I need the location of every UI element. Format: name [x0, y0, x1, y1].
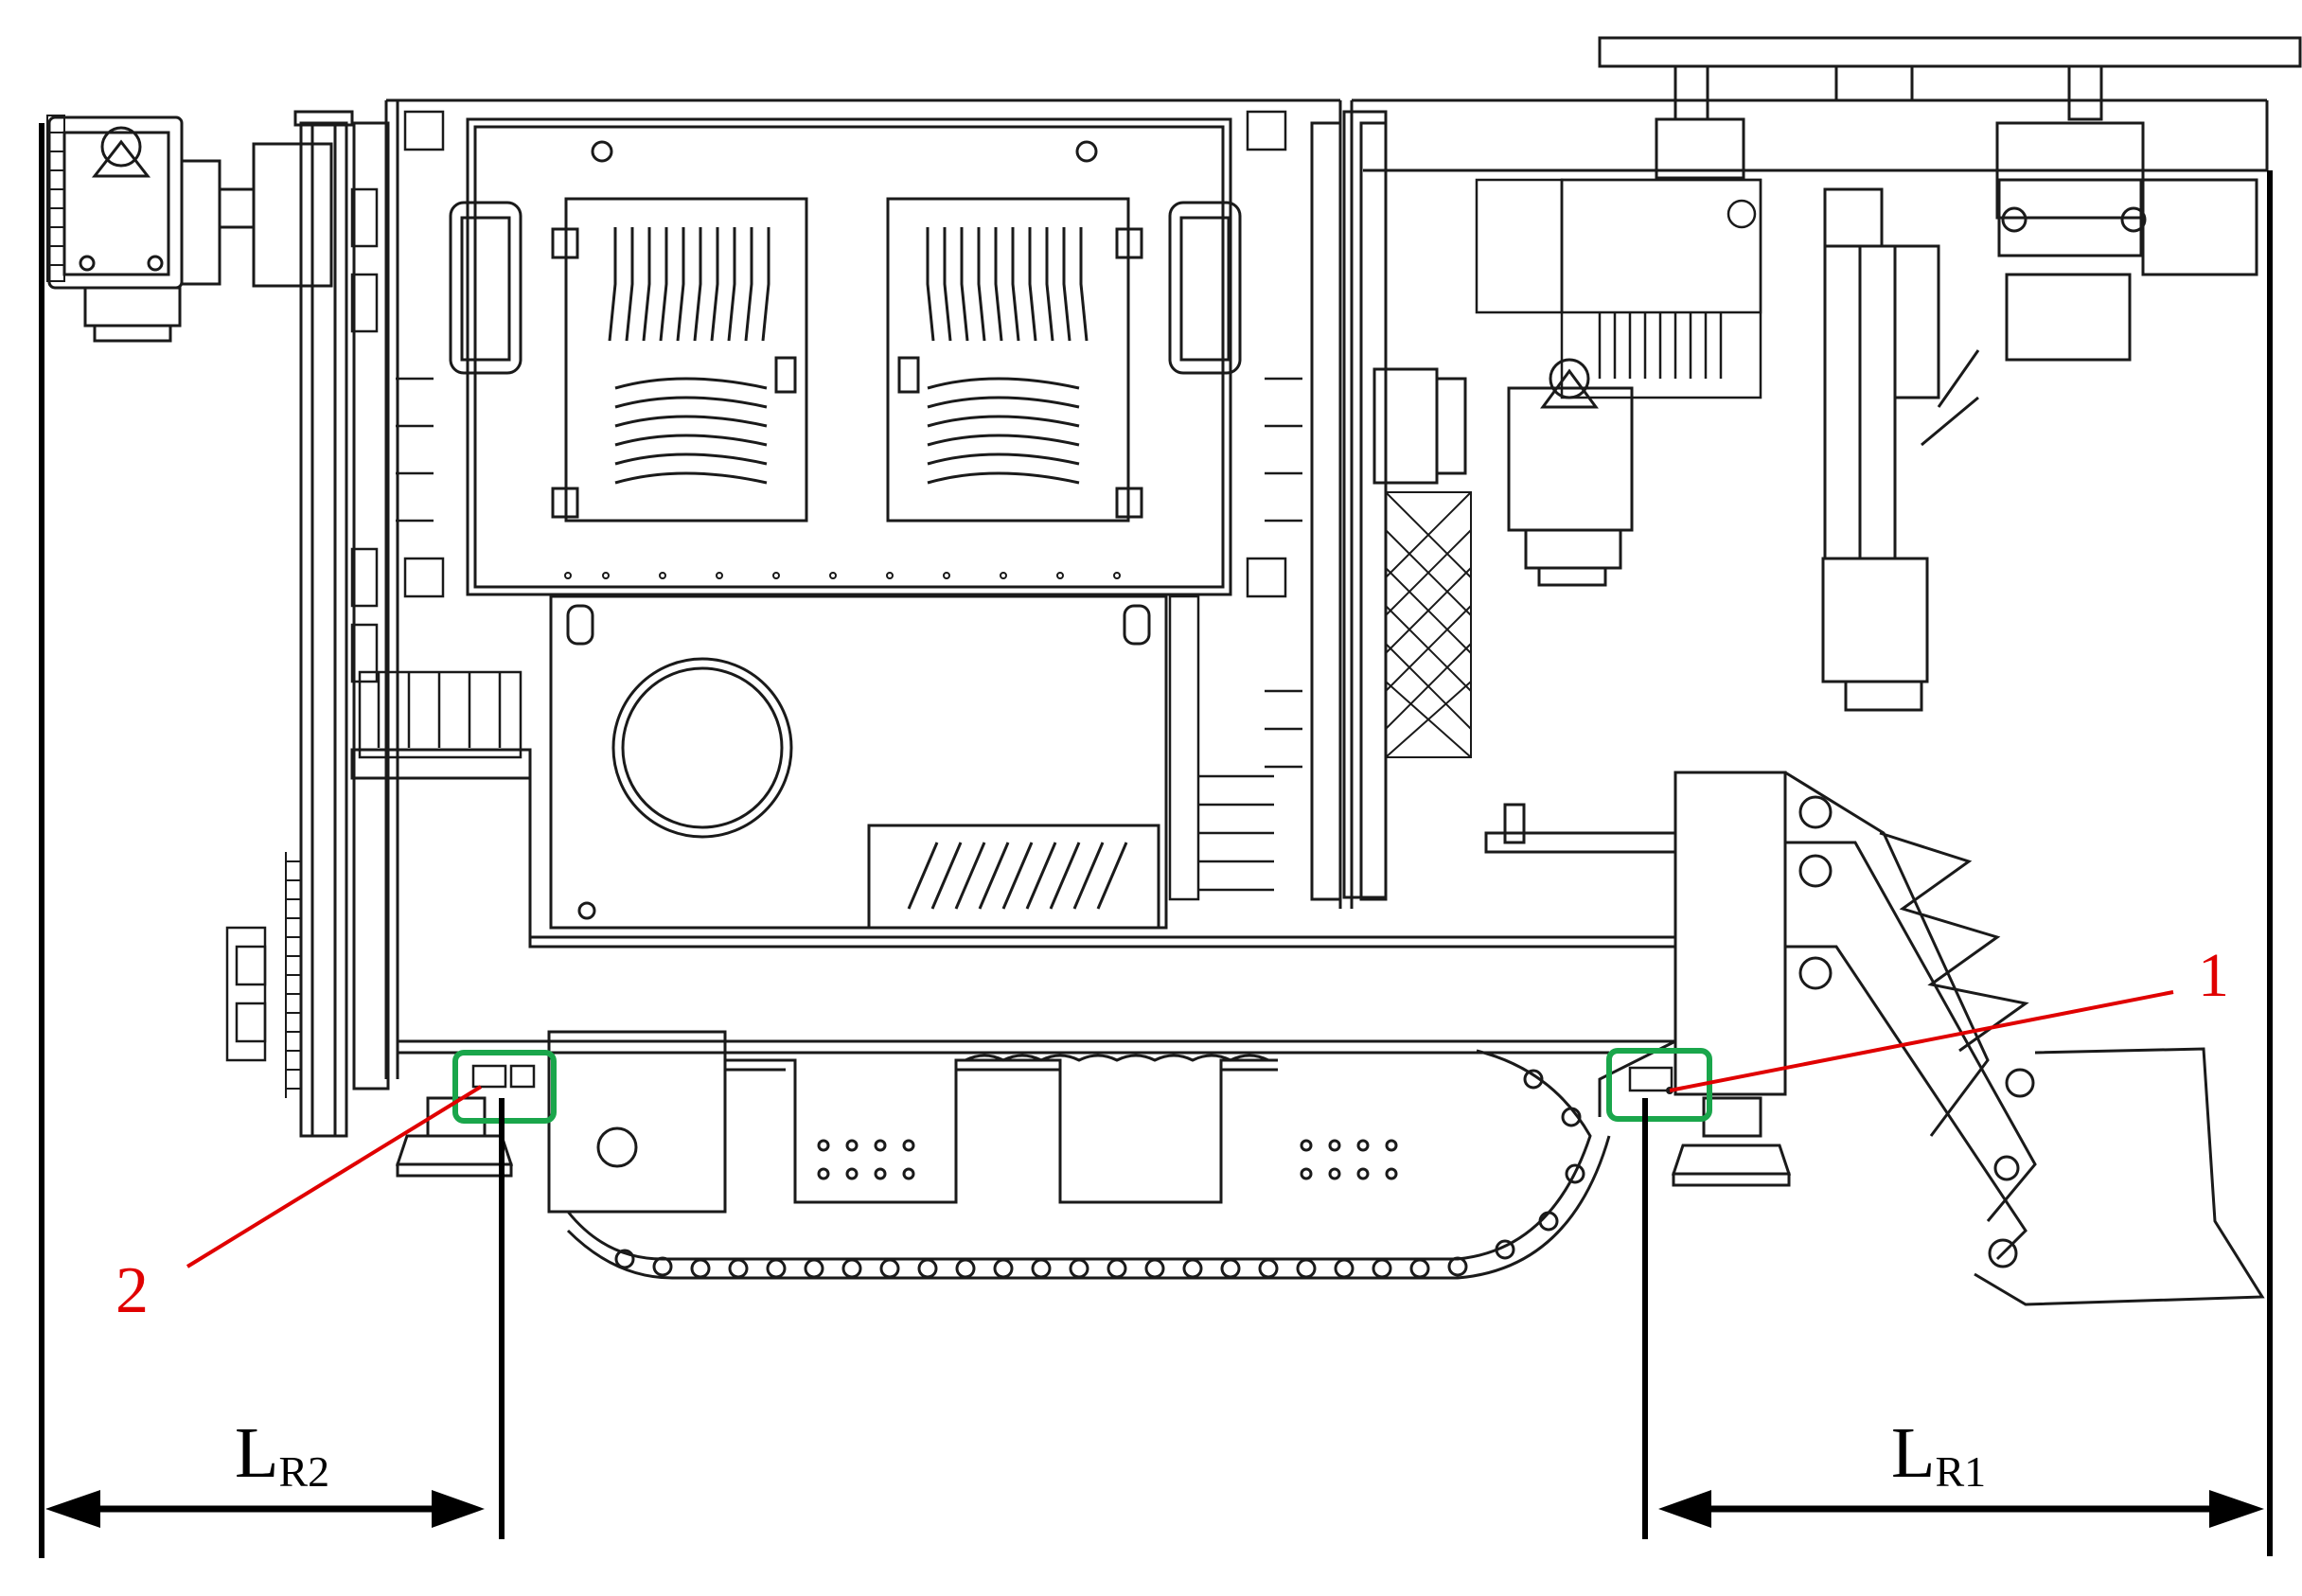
chain-links	[566, 1049, 1611, 1280]
cabinet-rivet-row	[564, 572, 1121, 579]
dimension-lr2-arrow	[45, 1490, 485, 1528]
sensor-1-highlight	[1606, 1048, 1712, 1122]
upper-cabinet	[466, 117, 1232, 596]
lattice-rack	[1385, 491, 1472, 758]
left-vertical-column	[293, 110, 390, 1138]
left-drill-head	[47, 115, 333, 343]
bucket-support-link	[1484, 803, 1677, 1117]
left-chain-strip	[285, 852, 302, 1098]
right-center-column	[1310, 110, 1388, 901]
dimension-lr1-arrow	[1658, 1490, 2264, 1528]
callout-2-label: 2	[115, 1254, 149, 1327]
left-bracket-feet	[358, 670, 522, 759]
right-leveling-foot	[1671, 1096, 1792, 1187]
top-right-plate	[1598, 36, 2302, 121]
chain-conveyor-frame	[547, 1030, 1398, 1214]
bucket	[1974, 1047, 2265, 1306]
callout-1-leader	[1669, 990, 2174, 1092]
dimension-lr2-main: L	[235, 1413, 278, 1493]
lower-right-brackets	[1168, 594, 1274, 901]
callout-2-leader	[186, 1085, 483, 1268]
center-drill-head	[1372, 358, 1634, 587]
vent-panel-left	[551, 197, 808, 523]
dimension-lr2-label: LR2	[235, 1413, 329, 1496]
dimension-lr2-sub: R2	[278, 1447, 329, 1496]
dimension-lr1-sub: R1	[1935, 1447, 1986, 1496]
left-edge-scale	[46, 115, 65, 282]
frame-mounting-pads	[396, 110, 1302, 769]
callout-1-label: 1	[2198, 941, 2229, 1010]
dimension-extension-lines	[39, 123, 2273, 1558]
right-drill-spindle	[1821, 187, 1980, 712]
left-stand-details	[225, 187, 379, 1062]
lower-grille	[867, 824, 1160, 930]
lower-cabinet	[549, 594, 1168, 930]
cabinet-handles	[449, 201, 1242, 375]
center-drill-bit-cluster	[1475, 178, 1762, 399]
top-right-carriages	[1655, 117, 2258, 362]
dimension-lr1-label: LR1	[1891, 1413, 1986, 1496]
vent-panel-right	[886, 197, 1143, 523]
dimension-lr1-main: L	[1891, 1413, 1935, 1493]
